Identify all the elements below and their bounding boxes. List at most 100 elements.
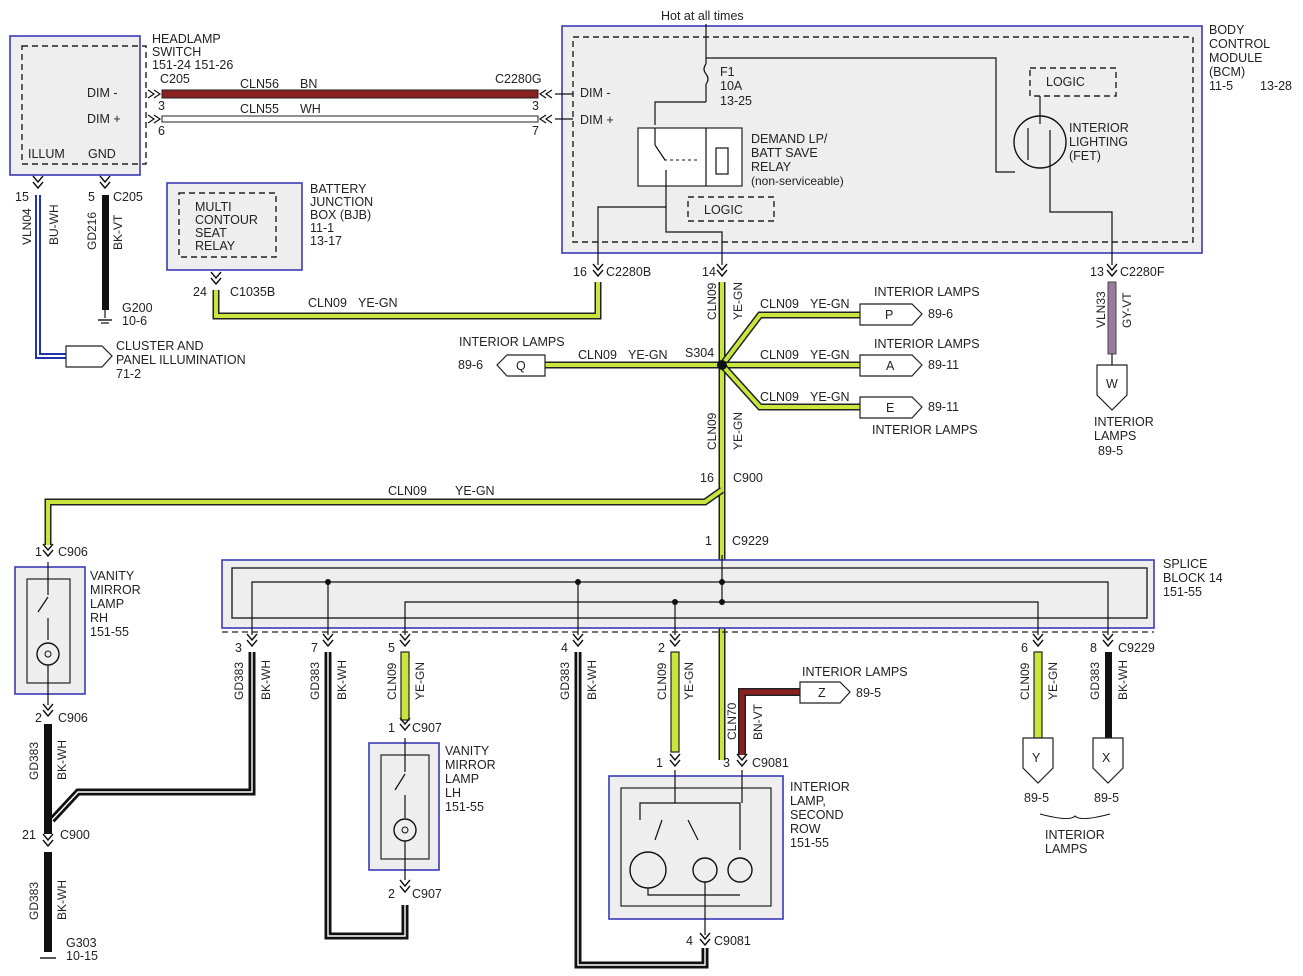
dest-interior-lamps-e: INTERIOR LAMPS (872, 423, 978, 437)
bjb-relay-2: CONTOUR (195, 213, 258, 227)
bcm-dim-minus: DIM - (580, 86, 611, 100)
dest-interior-lamps-z: INTERIOR LAMPS (802, 665, 908, 679)
dest-w-ref: 89-5 (1098, 444, 1123, 458)
bcm-ref-2: 13-28 (1260, 79, 1292, 93)
label-yegn-2: YE-GN (682, 662, 696, 700)
second-row-ref: 151-55 (790, 836, 829, 850)
conn-c900-bottom: C900 (60, 828, 90, 842)
vanity-lh-label-4: LH (445, 786, 461, 800)
label-gd216: GD216 (85, 212, 99, 250)
label-cln09-vert-1: CLN09 (705, 282, 719, 320)
conn-c205-bottom: C205 (113, 190, 143, 204)
dest-interior-lamps-a: INTERIOR LAMPS (874, 337, 980, 351)
pin-14: 14 (702, 265, 716, 279)
label-yegn-e: YE-GN (810, 390, 850, 404)
conn-c205-top: C205 (160, 72, 190, 86)
label-cln09-q: CLN09 (578, 348, 617, 362)
label-yegn-p: YE-GN (810, 297, 850, 311)
label-yegn-vert-2: YE-GN (731, 412, 745, 450)
vanity-lh-ref: 151-55 (445, 800, 484, 814)
vanity-lh-label-2: MIRROR (445, 758, 496, 772)
dest-w-label-2: LAMPS (1094, 429, 1136, 443)
connector-a-icon (859, 354, 923, 377)
conn-c2280g: C2280G (495, 72, 542, 86)
dim-wires: C205 C2280G CLN56 BN CLN55 WH 3 3 6 7 (147, 72, 573, 138)
ground-g200-ref: 10-6 (122, 314, 147, 328)
bcm-ref-1: 11-5 (1209, 79, 1233, 93)
ground-g303-ref: 10-15 (66, 949, 98, 963)
fet-label-3: (FET) (1069, 149, 1101, 163)
pin-5-headlamp: 5 (88, 190, 95, 204)
pin-13: 13 (1090, 265, 1104, 279)
pin-15: 15 (15, 190, 29, 204)
conn-c9229-top: C9229 (732, 534, 769, 548)
label-yegn-c906: YE-GN (455, 484, 495, 498)
conn-c2280b: C2280B (606, 265, 651, 279)
ye-gn-labels: 16 C2280B 14 13 C2280F CLN09 YE-GN CLN09… (308, 263, 1165, 548)
pin-1-c906: 1 (35, 545, 42, 559)
logic-box-fet (1029, 67, 1117, 97)
conn-c9081-bottom: C9081 (714, 934, 751, 948)
bulb-icon-row2-right (727, 857, 753, 883)
headlamp-gnd: GND (88, 147, 116, 161)
connector-w-label: W (1106, 377, 1118, 391)
pin-16-c2280b: 16 (573, 265, 587, 279)
second-row-label-4: ROW (790, 822, 821, 836)
conn-c906-bottom: C906 (58, 711, 88, 725)
label-cln09-5: CLN09 (385, 662, 399, 700)
vanity-mirror-rh: 1 C906 VANITY MIRROR LAMP RH 151-55 2 C9… (14, 543, 141, 963)
label-cln09-bjb: CLN09 (308, 296, 347, 310)
label-buwh: BU-WH (47, 204, 61, 245)
bjb-ref-2: 13-17 (310, 234, 342, 248)
ground-g200: G200 (122, 301, 153, 315)
conn-c1035b: C1035B (230, 285, 275, 299)
conn-c900-top: C900 (733, 471, 763, 485)
dest-ref-q: 89-6 (458, 358, 483, 372)
pin-1-c9229: 1 (705, 534, 712, 548)
pin-4-c9081: 4 (686, 934, 693, 948)
label-gd383-8: GD383 (1088, 662, 1102, 700)
label-yegn-5: YE-GN (413, 662, 427, 700)
headlamp-switch: HEADLAMP SWITCH 151-24 151-26 DIM - DIM … (9, 32, 233, 176)
logic-label-1: LOGIC (704, 203, 743, 217)
interior-lamp-second-row: 1 3 C9081 CLN70 BN-VT Z 89-5 INTERIOR LA… (608, 665, 908, 948)
connector-y-label: Y (1032, 751, 1041, 765)
pin-6: 6 (158, 124, 165, 138)
bjb-relay-1: MULTI (195, 200, 232, 214)
label-yegn-vert-1: YE-GN (731, 282, 745, 320)
second-row-label-3: SECOND (790, 808, 843, 822)
label-yegn-q: YE-GN (628, 348, 668, 362)
label-s304: S304 (685, 346, 714, 360)
connector-e-icon (859, 396, 923, 419)
dest-w-label-1: INTERIOR (1094, 415, 1154, 429)
label-cln09-e: CLN09 (760, 390, 799, 404)
bcm-label-1: BODY (1209, 23, 1245, 37)
label-yegn-6: YE-GN (1046, 662, 1060, 700)
label-cln55: CLN55 (240, 102, 279, 116)
splice-output-wires: 3 7 5 4 2 6 8 C9229 GD383 BK-WH GD383 BK… (49, 633, 1155, 969)
vanity-rh-label-3: LAMP (90, 597, 124, 611)
wire-cln56 (161, 89, 539, 99)
label-vln33: VLN33 (1094, 291, 1108, 328)
connector-x-icon (1092, 737, 1124, 784)
pin-3-c9081: 3 (723, 756, 730, 770)
conn-c2280f: C2280F (1120, 265, 1165, 279)
dest-ref-y: 89-5 (1024, 791, 1049, 805)
splice-s304 (717, 360, 727, 370)
label-bkwh-7: BK-WH (335, 660, 349, 700)
bcm-label-2: CONTROL (1209, 37, 1270, 51)
vanity-lh-label-3: LAMP (445, 772, 479, 786)
fuse-label: F1 (720, 65, 735, 79)
vanity-rh-label-1: VANITY (90, 569, 135, 583)
bcm-label-4: (BCM) (1209, 65, 1245, 79)
cluster-ref: 71-2 (116, 367, 141, 381)
connector-p-label: P (885, 308, 893, 322)
conn-c9229-bottom: C9229 (1118, 641, 1155, 655)
pin-2-c907: 2 (388, 887, 395, 901)
connector-w-icon (1096, 364, 1128, 411)
label-cln09-c906: CLN09 (388, 484, 427, 498)
fuse-amp: 10A (720, 79, 743, 93)
cluster-label-1: CLUSTER AND (116, 339, 204, 353)
label-yegn-bjb: YE-GN (358, 296, 398, 310)
ground-g303: G303 (66, 936, 97, 950)
